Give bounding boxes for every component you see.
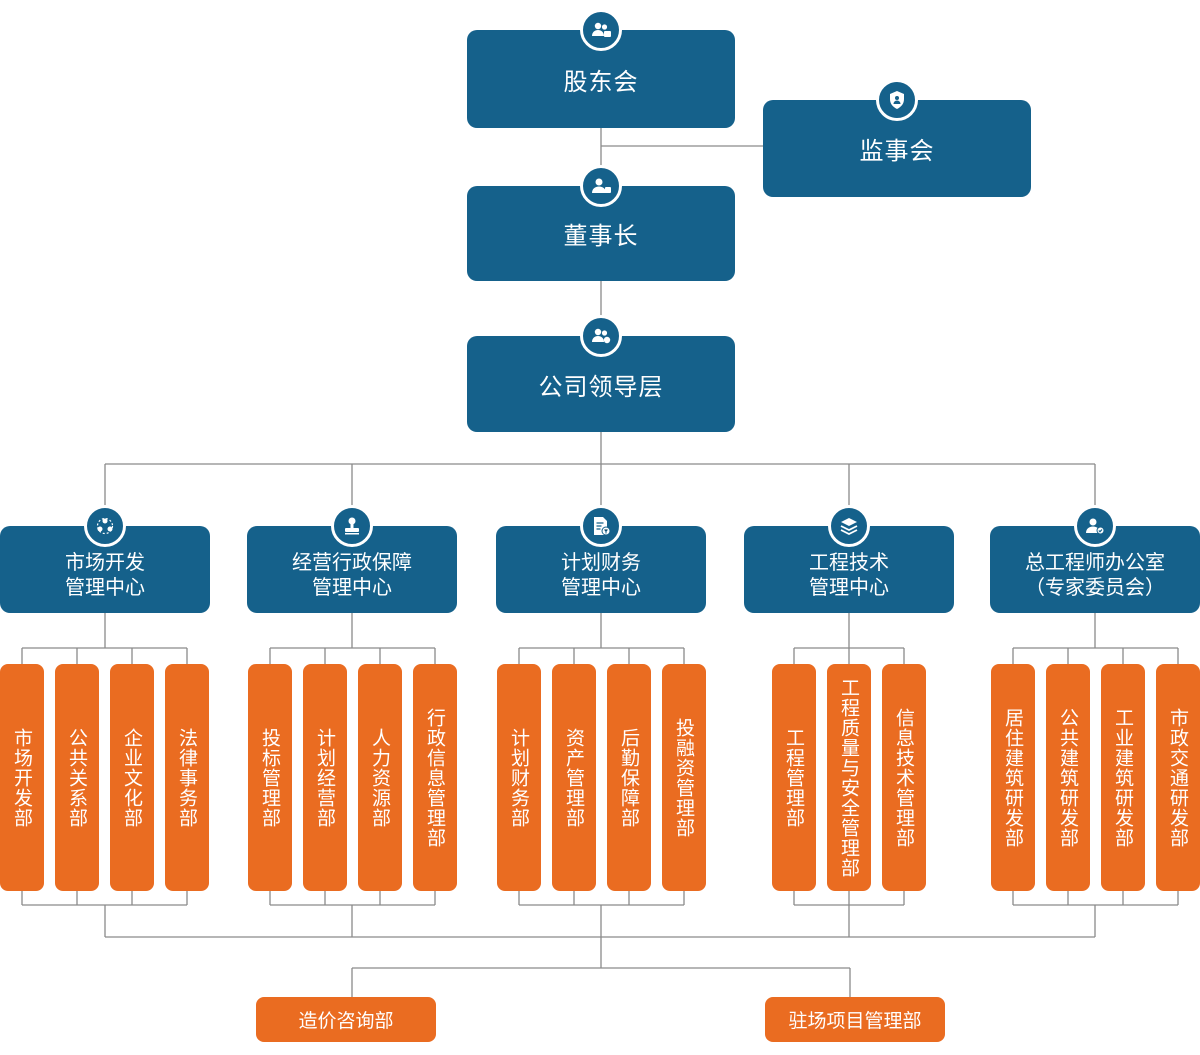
- shareholder-group-icon: [580, 9, 622, 51]
- supervisors-label: 监事会: [859, 137, 935, 165]
- center-title-line2: （专家委员会）: [1025, 574, 1165, 599]
- shareholders-label: 股东会: [563, 67, 639, 96]
- planning-finance-dept: 计划财务部: [497, 664, 541, 891]
- shield-icon: [876, 79, 918, 121]
- finance-document-icon: [580, 505, 622, 547]
- center-title-line2: 管理中心: [809, 574, 889, 599]
- center-title-line1: 经营行政保障: [292, 549, 412, 574]
- dept-label: 公共关系部: [66, 727, 88, 828]
- center-title-line1: 市场开发: [65, 549, 145, 574]
- chairman-label: 董事长: [563, 222, 639, 250]
- center-title-line1: 计划财务: [561, 549, 641, 574]
- logistics-support-dept: 后勤保障部: [607, 664, 651, 891]
- cost-consulting-department: 造价咨询部: [256, 997, 436, 1042]
- leadership-group-icon: [580, 315, 622, 357]
- onsite-project-management-department: 驻场项目管理部: [765, 997, 945, 1042]
- dept-label: 投融资管理部: [673, 717, 695, 838]
- municipal-transport-rnd-dept: 市政交通研发部: [1156, 664, 1200, 891]
- dept-label: 计划经营部: [314, 727, 336, 828]
- market-development-dept: 市场开发部: [0, 664, 44, 891]
- center-title-line2: 管理中心: [312, 574, 392, 599]
- residential-rnd-dept: 居住建筑研发部: [991, 664, 1035, 891]
- admin-information-dept: 行政信息管理部: [413, 664, 457, 891]
- leadership-label: 公司领导层: [538, 372, 664, 401]
- dept-label: 信息技术管理部: [893, 707, 915, 848]
- people-network-icon: [84, 505, 126, 547]
- planning-operations-dept: 计划经营部: [303, 664, 347, 891]
- dept-label: 工程管理部: [783, 727, 805, 828]
- industrial-building-rnd-dept: 工业建筑研发部: [1101, 664, 1145, 891]
- supervisors-box: 监事会: [763, 100, 1031, 197]
- dept-label: 市场开发部: [11, 727, 33, 828]
- bottom-dept-label: 驻场项目管理部: [788, 1010, 922, 1032]
- layers-icon: [828, 505, 870, 547]
- corporate-culture-dept: 企业文化部: [110, 664, 154, 891]
- stamp-icon: [331, 505, 373, 547]
- engineering-management-dept: 工程管理部: [772, 664, 816, 891]
- dept-label: 工程质量与安全管理部: [838, 677, 860, 878]
- center-title-line1: 工程技术: [809, 549, 889, 574]
- public-relations-dept: 公共关系部: [55, 664, 99, 891]
- dept-label: 工业建筑研发部: [1112, 707, 1134, 848]
- center-title-line2: 管理中心: [65, 574, 145, 599]
- dept-label: 法律事务部: [176, 727, 198, 828]
- dept-label: 企业文化部: [121, 727, 143, 828]
- user-check-icon: [1074, 505, 1116, 547]
- dept-label: 行政信息管理部: [424, 707, 446, 848]
- bidding-management-dept: 投标管理部: [248, 664, 292, 891]
- investment-financing-dept: 投融资管理部: [662, 664, 706, 891]
- dept-label: 计划财务部: [508, 727, 530, 828]
- legal-affairs-dept: 法律事务部: [165, 664, 209, 891]
- asset-management-dept: 资产管理部: [552, 664, 596, 891]
- dept-label: 公共建筑研发部: [1057, 707, 1079, 848]
- quality-safety-dept: 工程质量与安全管理部: [827, 664, 871, 891]
- dept-label: 投标管理部: [259, 727, 281, 828]
- dept-label: 资产管理部: [563, 727, 585, 828]
- center-title-line1: 总工程师办公室: [1025, 549, 1165, 574]
- it-management-dept: 信息技术管理部: [882, 664, 926, 891]
- dept-label: 后勤保障部: [618, 727, 640, 828]
- dept-label: 市政交通研发部: [1167, 707, 1189, 848]
- bottom-dept-label: 造价咨询部: [298, 1010, 394, 1032]
- chairman-person-icon: [580, 165, 622, 207]
- public-building-rnd-dept: 公共建筑研发部: [1046, 664, 1090, 891]
- center-title-line2: 管理中心: [561, 574, 641, 599]
- dept-label: 居住建筑研发部: [1002, 707, 1024, 848]
- human-resources-dept: 人力资源部: [358, 664, 402, 891]
- dept-label: 人力资源部: [369, 727, 391, 828]
